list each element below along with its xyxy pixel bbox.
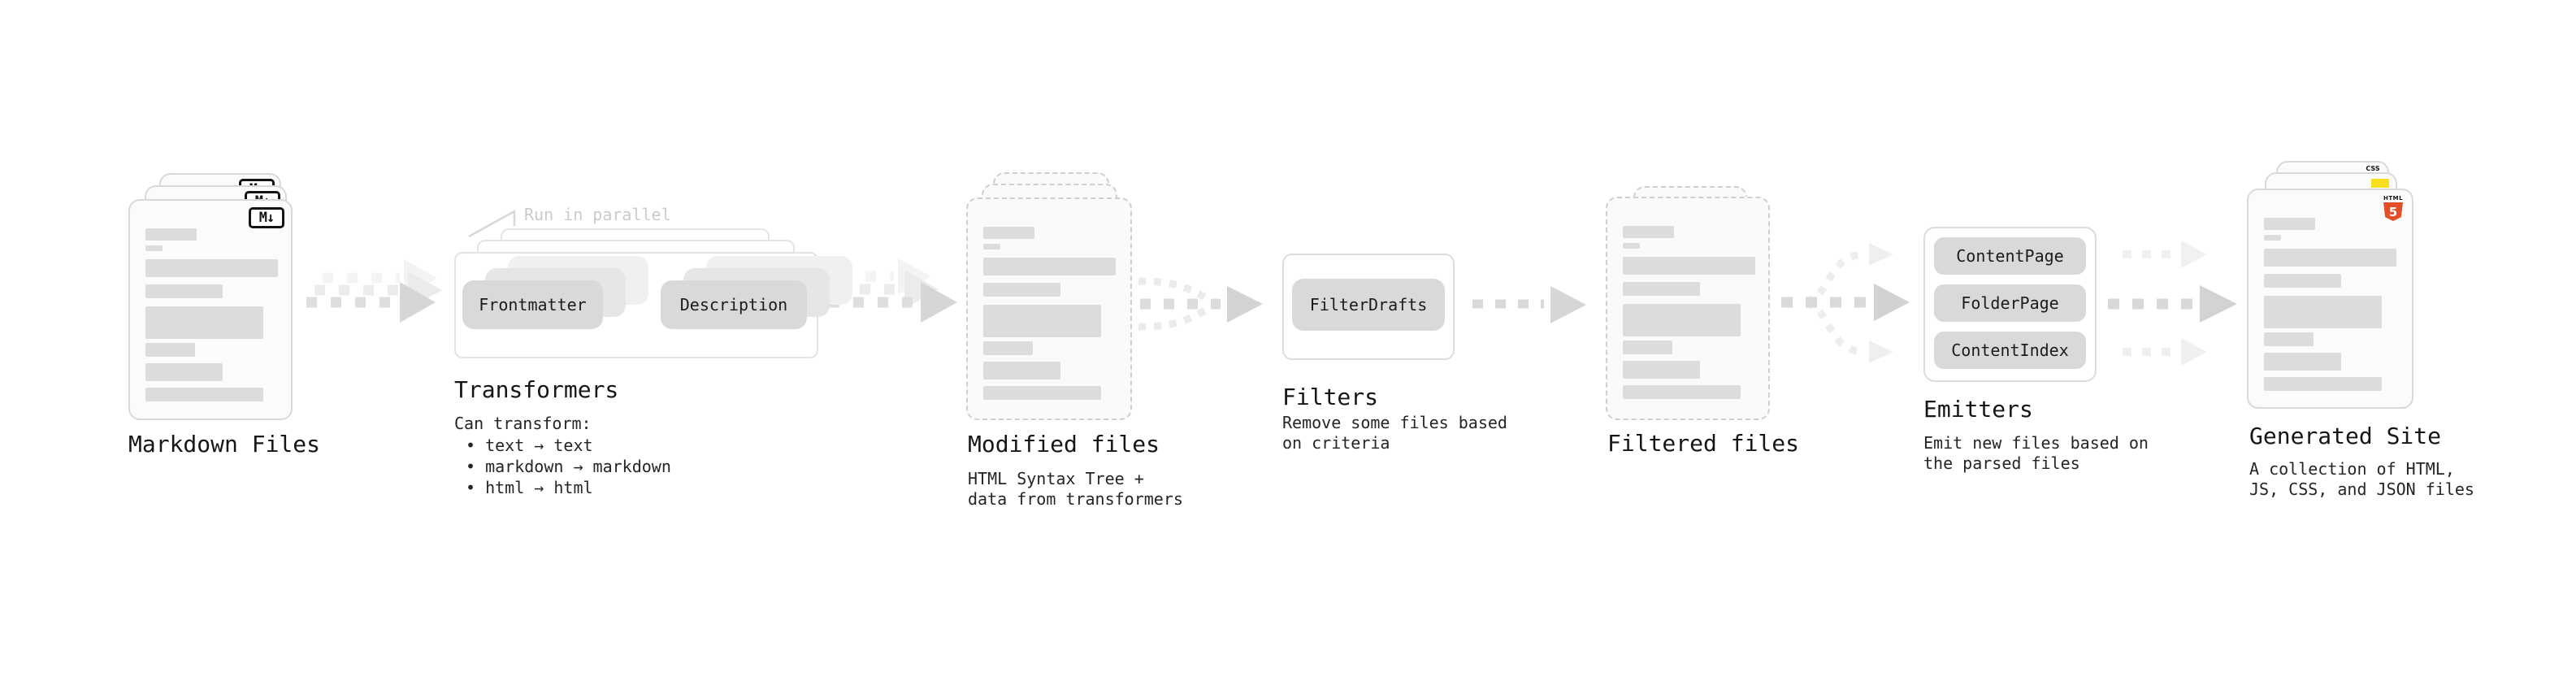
filters-subtitle-line: on criteria xyxy=(1282,433,1390,453)
placeholder-bar xyxy=(145,245,163,251)
stage-title-markdown: Markdown Files xyxy=(128,431,321,458)
emitters-subtitle-line: the parsed files xyxy=(1923,453,2080,473)
transformers-bullet: • html → html xyxy=(466,478,593,497)
file-content-bars xyxy=(1607,198,1768,419)
placeholder-bar xyxy=(1623,340,1672,354)
transformers-note: Can transform: xyxy=(454,414,592,433)
js-icon xyxy=(2371,179,2389,188)
stage-markdown-files: M↓ M↓ M↓ Markdown Files xyxy=(128,161,453,502)
placeholder-bar xyxy=(145,306,263,339)
placeholder-bar xyxy=(2264,274,2341,288)
arrow-modified-to-filters xyxy=(1138,277,1263,331)
placeholder-bar xyxy=(1623,226,1674,238)
transformers-bullet: • text → text xyxy=(466,436,593,455)
placeholder-bar xyxy=(983,362,1060,380)
placeholder-bar xyxy=(145,259,278,277)
placeholder-bar xyxy=(1623,361,1700,379)
filterdrafts-pill: FilterDrafts xyxy=(1292,279,1445,331)
contentindex-pill: ContentIndex xyxy=(1934,332,2086,369)
placeholder-bar xyxy=(2264,353,2341,371)
placeholder-bar xyxy=(145,363,223,381)
generated-subtitle-line: JS, CSS, and JSON files xyxy=(2249,479,2474,499)
stage-title-filters: Filters xyxy=(1282,384,1379,410)
modified-subtitle-line: HTML Syntax Tree + xyxy=(968,469,1144,488)
file-card-front: M↓ xyxy=(128,199,293,420)
stage-filters: FilterDrafts Filters Remove some files b… xyxy=(1282,254,1607,497)
placeholder-bar xyxy=(145,388,263,401)
run-in-parallel-leader xyxy=(468,209,516,238)
placeholder-bar xyxy=(145,284,223,298)
stage-emitters: ContentPage FolderPage ContentIndex Emit… xyxy=(1923,227,2249,503)
stage-title-modified: Modified files xyxy=(968,431,1160,458)
placeholder-bar xyxy=(983,258,1116,275)
stage-generated-site: CSS HTML 5 Generated Site A collection o… xyxy=(2247,161,2572,510)
placeholder-bar xyxy=(1623,304,1741,336)
filters-subtitle-line: Remove some files based xyxy=(1282,413,1507,432)
placeholder-bar xyxy=(1623,385,1741,399)
stage-title-generated: Generated Site xyxy=(2249,423,2442,449)
placeholder-bar xyxy=(2264,377,2382,391)
stage-modified-files: Modified files HTML Syntax Tree + data f… xyxy=(966,172,1291,514)
file-content-bars xyxy=(968,199,1130,419)
run-in-parallel-label: Run in parallel xyxy=(524,205,671,224)
placeholder-bar xyxy=(983,305,1101,337)
placeholder-bar xyxy=(1623,243,1640,249)
generated-subtitle-line: A collection of HTML, xyxy=(2249,459,2455,479)
file-card-front xyxy=(1606,197,1770,420)
placeholder-bar xyxy=(2264,296,2382,328)
markdown-icon: M↓ xyxy=(249,207,284,228)
emitters-subtitle-line: Emit new files based on xyxy=(1923,433,2149,453)
arrow-emitters-to-generated xyxy=(2108,241,2237,366)
placeholder-bar xyxy=(983,283,1060,297)
transformers-bullet: • markdown → markdown xyxy=(466,457,671,476)
placeholder-bar xyxy=(2264,249,2396,267)
placeholder-bar xyxy=(983,227,1034,239)
placeholder-bar xyxy=(1623,257,1755,275)
file-card-front xyxy=(966,197,1132,420)
stage-filtered-files: Filtered files xyxy=(1606,186,1931,511)
placeholder-bar xyxy=(1623,282,1700,296)
arrow-transformers-to-modified xyxy=(829,258,957,323)
description-pill: Description xyxy=(661,280,807,329)
placeholder-bar xyxy=(983,244,1000,249)
frontmatter-pill: Frontmatter xyxy=(462,280,603,329)
arrow-filtered-to-emitters xyxy=(1781,243,1910,363)
placeholder-bar xyxy=(983,386,1101,400)
arrow-filters-to-filtered xyxy=(1472,286,1586,323)
placeholder-bar xyxy=(145,228,197,241)
stage-title-emitters: Emitters xyxy=(1923,396,2033,423)
file-card-front: HTML 5 xyxy=(2247,189,2413,409)
placeholder-bar xyxy=(2264,218,2315,230)
arrow-markdown-to-transformers xyxy=(306,259,442,323)
stage-title-filtered: Filtered files xyxy=(1607,430,1800,457)
file-content-bars xyxy=(130,201,291,419)
folderpage-pill: FolderPage xyxy=(1934,284,2086,322)
placeholder-bar xyxy=(983,341,1033,355)
modified-subtitle-line: data from transformers xyxy=(968,489,1183,509)
placeholder-bar xyxy=(2264,332,2314,346)
contentpage-pill: ContentPage xyxy=(1934,237,2086,275)
html5-icon: HTML 5 xyxy=(2383,195,2404,221)
placeholder-bar xyxy=(2264,235,2281,241)
stage-title-transformers: Transformers xyxy=(454,376,619,403)
file-content-bars xyxy=(2249,190,2412,407)
stage-transformers: Run in parallel Frontmatter Description … xyxy=(454,205,852,514)
placeholder-bar xyxy=(145,343,195,357)
